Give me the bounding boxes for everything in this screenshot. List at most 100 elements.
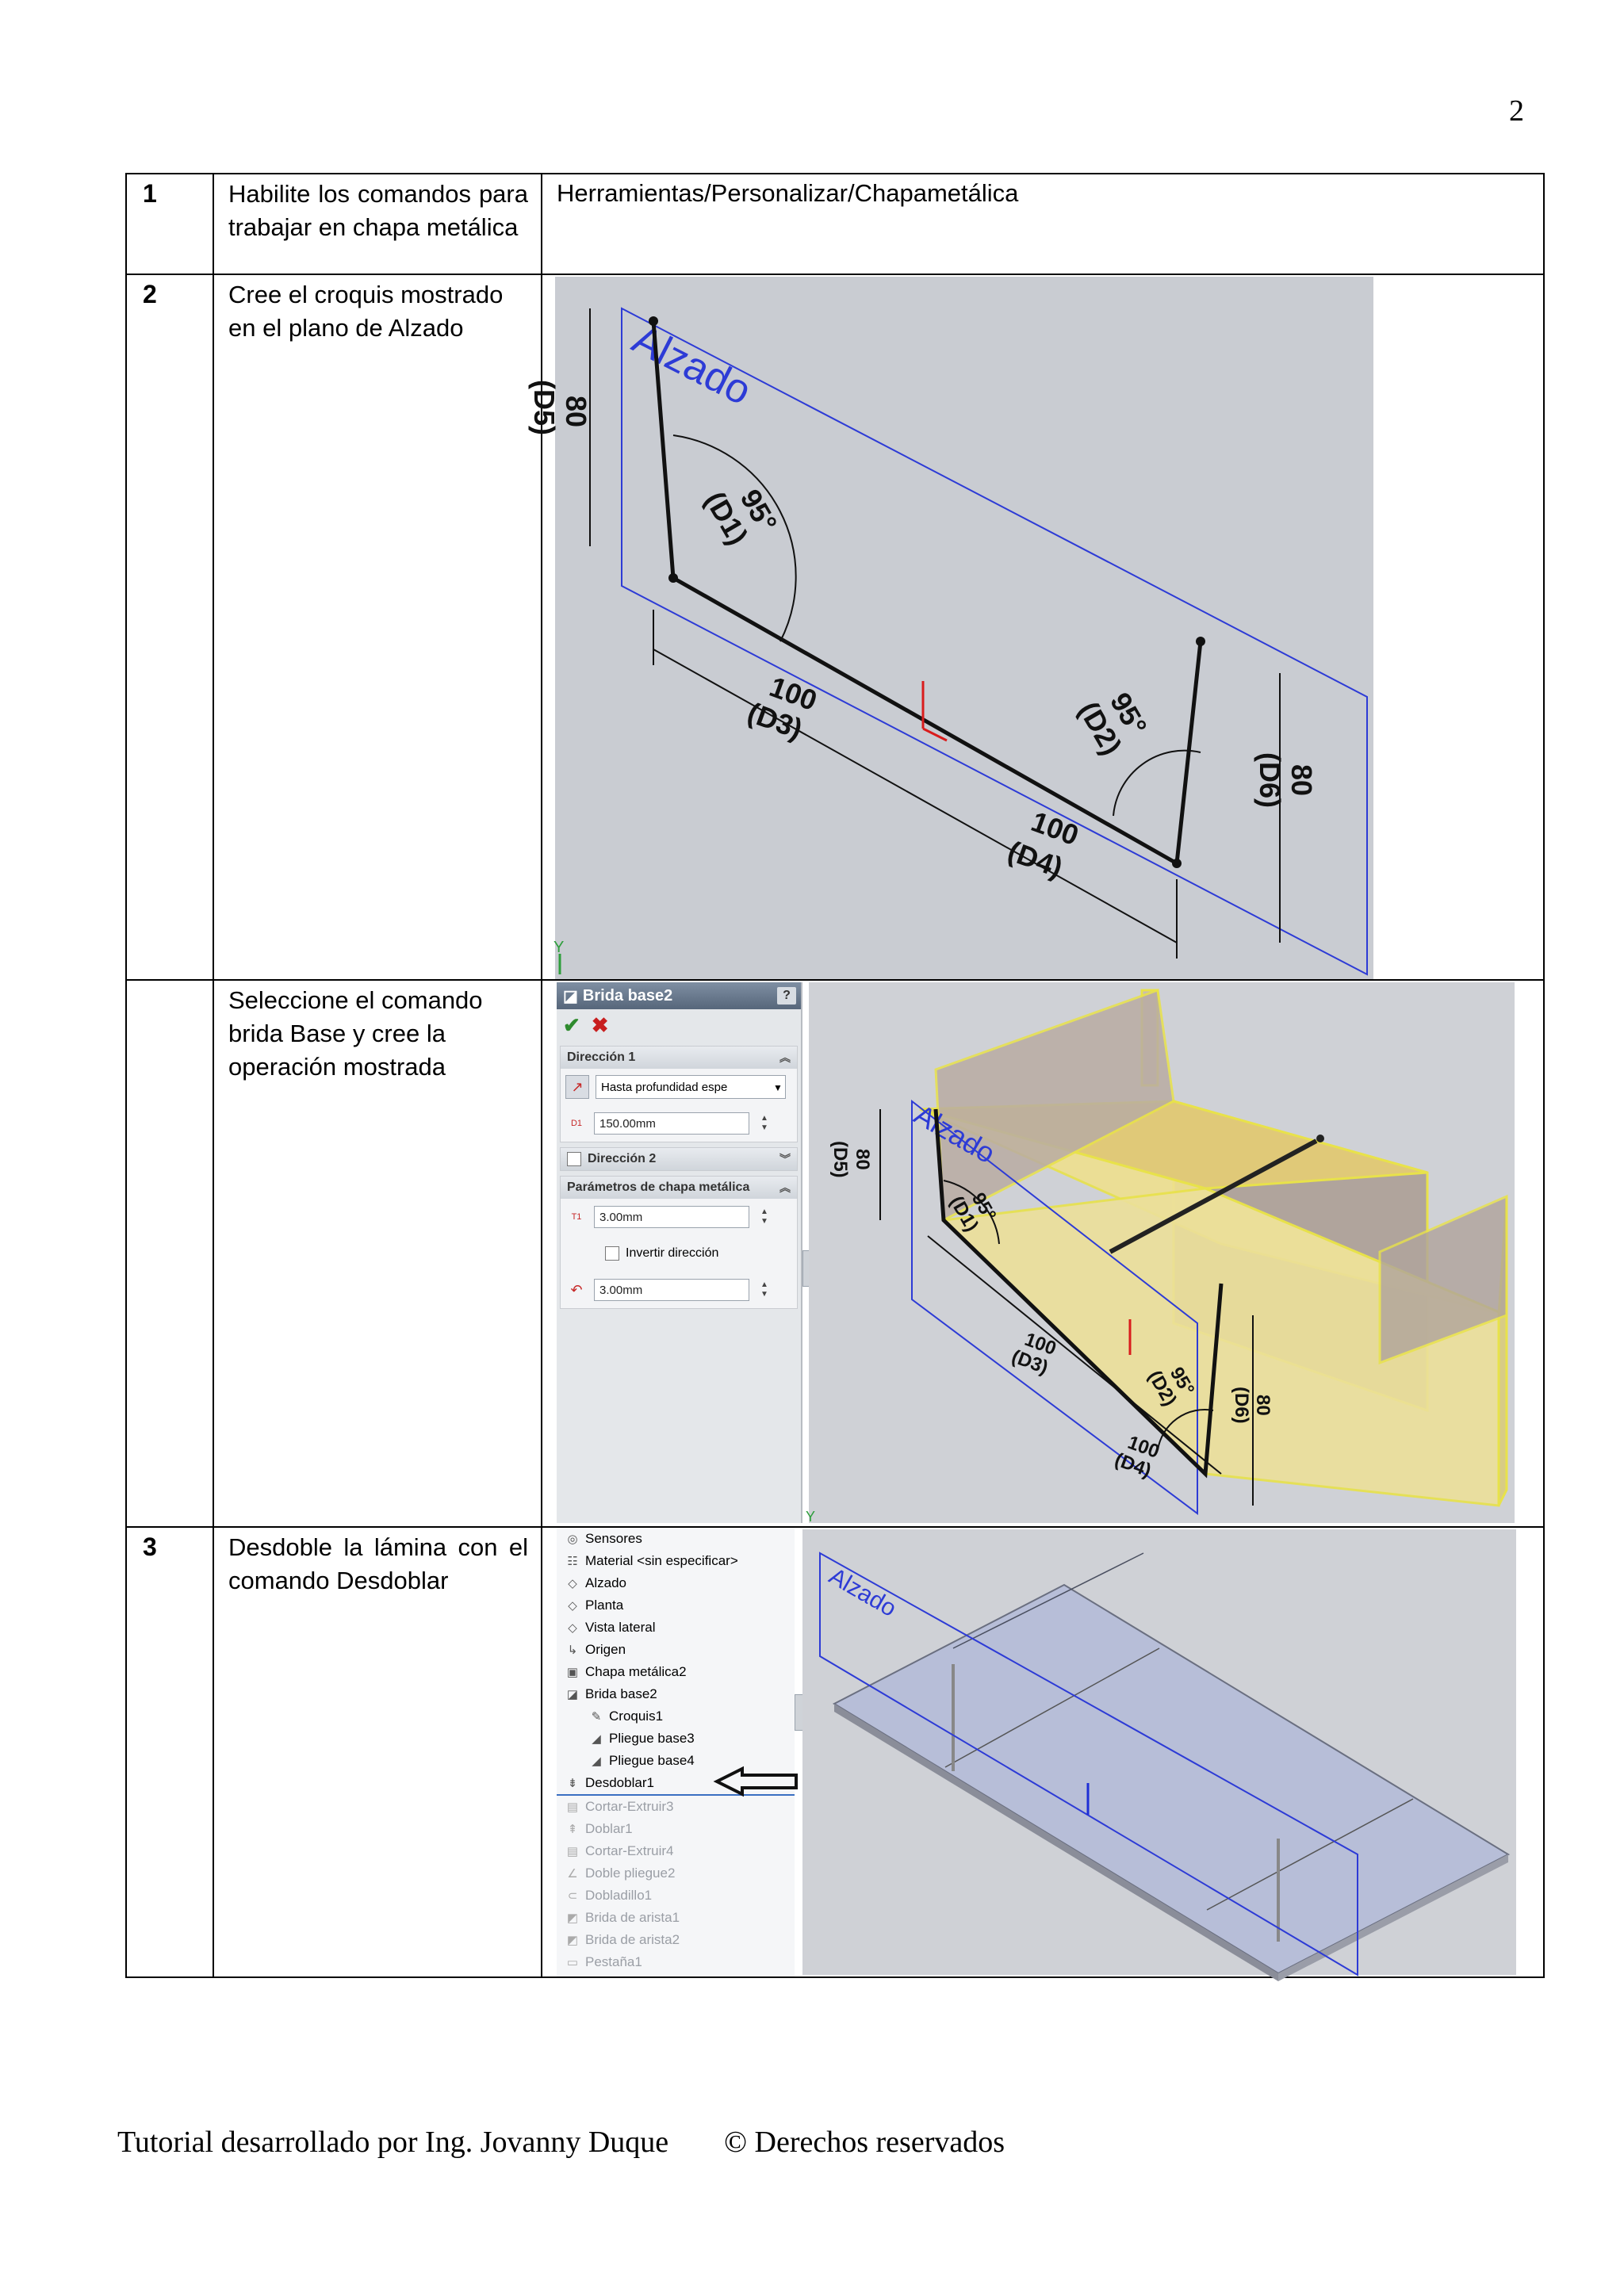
- step-number: 3: [125, 1526, 214, 1978]
- radius-input[interactable]: 3.00mm: [594, 1279, 749, 1301]
- dim-value-d6: 80: [1285, 764, 1318, 796]
- tree-item[interactable]: ◩Brida de arista2: [557, 1929, 795, 1951]
- help-button[interactable]: ?: [777, 987, 796, 1004]
- axis-label: Y: [553, 939, 564, 956]
- table-row: 1 Habilite los comandos para trabajar en…: [125, 173, 1545, 275]
- tree-item-label: Pliegue base4: [609, 1753, 695, 1768]
- flange-icon: ◪: [563, 987, 578, 1005]
- expand-icon[interactable]: ︾: [779, 1153, 791, 1165]
- flange-3d-view: Alzado 80 (D5): [806, 982, 1515, 1525]
- step-description: Habilite los comandos para trabajar en c…: [213, 173, 542, 275]
- direction2-section: Dirección 2 ︾: [560, 1147, 798, 1171]
- end-condition-select[interactable]: Hasta profundidad espe ▼: [596, 1075, 786, 1099]
- tree-item-label: Cortar-Extruir3: [585, 1799, 674, 1814]
- tree-item[interactable]: ◎Sensores: [557, 1528, 795, 1550]
- table-row: 3 Desdoble la lámina con el comando Desd…: [125, 1526, 1545, 1981]
- ok-button[interactable]: ✔: [563, 1012, 580, 1037]
- step-number: 1: [125, 173, 214, 275]
- cut-extrude-icon: ▤: [566, 1800, 579, 1814]
- tree-item[interactable]: ◇ Vista lateral: [557, 1617, 795, 1639]
- thickness-icon: T1: [571, 1212, 582, 1222]
- tree-item[interactable]: ⇟Desdoblar1: [557, 1772, 795, 1796]
- tree-item-label: Alzado: [585, 1575, 626, 1590]
- footer-rights: © Derechos reservados: [724, 2126, 1005, 2159]
- direction1-header[interactable]: Dirección 1 ︽: [561, 1047, 797, 1069]
- tree-item-label: Croquis1: [609, 1709, 664, 1724]
- depth-input[interactable]: 150.00mm: [594, 1112, 749, 1135]
- end-condition-value: Hasta profundidad espe: [601, 1081, 728, 1094]
- page-footer: Tutorial desarrollado por Ing. Jovanny D…: [117, 2125, 1060, 2160]
- tree-item-label: Origen: [585, 1642, 626, 1657]
- reverse-checkbox[interactable]: [605, 1246, 619, 1261]
- tree-item-label: Doble pliegue2: [585, 1866, 676, 1881]
- collapse-icon[interactable]: ︽: [779, 1051, 791, 1064]
- tree-item-label: Pestaña1: [585, 1954, 642, 1969]
- collapse-icon[interactable]: ︽: [779, 1181, 791, 1194]
- tree-item[interactable]: ◢ Pliegue base3: [557, 1728, 795, 1750]
- cancel-button[interactable]: ✖: [591, 1012, 609, 1037]
- bend-icon: ◢: [592, 1732, 601, 1746]
- tree-item[interactable]: ∠Doble pliegue2: [557, 1862, 795, 1885]
- plane-icon: ◇: [568, 1621, 577, 1635]
- tree-item[interactable]: ▣Chapa metálica2: [557, 1661, 795, 1683]
- direction1-section: Dirección 1 ︽ ↗ Hasta profundidad espe ▼…: [560, 1046, 798, 1142]
- origin-icon: ↳: [567, 1644, 578, 1657]
- cut-extrude-icon: ▤: [566, 1845, 579, 1858]
- step-number: [125, 979, 214, 1528]
- tree-item[interactable]: ☷Material <sin especificar>: [557, 1550, 795, 1572]
- step-description: Cree el croquis mostrado en el plano de …: [213, 274, 542, 981]
- step-content: Herramientas/Personalizar/Chapametálica: [541, 173, 1545, 275]
- tree-item[interactable]: ▤Cortar-Extruir4: [557, 1840, 795, 1862]
- spinner-icon[interactable]: ▲▼: [760, 1114, 768, 1132]
- spinner-icon[interactable]: ▲▼: [760, 1280, 768, 1299]
- tree-item[interactable]: ◪Brida base2: [557, 1683, 795, 1705]
- tree-item[interactable]: ◇Alzado: [557, 1572, 795, 1594]
- end-condition-row: ↗ Hasta profundidad espe ▼: [561, 1069, 797, 1105]
- dim-name-d6: (D6): [1254, 752, 1286, 808]
- dim-value-d5: 80: [852, 1149, 873, 1170]
- tree-item[interactable]: ✎ Croquis1: [557, 1705, 795, 1728]
- sheet-params-section: Parámetros de chapa metálica ︽ T1 3.00mm…: [560, 1176, 798, 1309]
- tree-item-label: Pliegue base3: [609, 1731, 695, 1746]
- material-icon: ☷: [567, 1555, 578, 1568]
- table-row: Seleccione el comando brida Base y cree …: [125, 979, 1545, 1528]
- tree-item[interactable]: ↳ Origen: [557, 1639, 795, 1661]
- thickness-input[interactable]: 3.00mm: [594, 1206, 749, 1228]
- step-number: 2: [125, 274, 214, 981]
- footer-author: Tutorial desarrollado por Ing. Jovanny D…: [117, 2126, 669, 2159]
- flat-pattern-view: Alzado: [802, 1529, 1516, 1981]
- thickness-row: T1 3.00mm ▲▼: [561, 1199, 797, 1235]
- base-flange-icon: ◪: [566, 1688, 579, 1701]
- step-content: ◪ Brida base2 ? ✔ ✖ Dirección 1 ︽: [541, 979, 1545, 1528]
- tree-item[interactable]: ⇞Doblar1: [557, 1818, 795, 1840]
- step-description: Seleccione el comando brida Base y cree …: [213, 979, 542, 1528]
- dim-name-d6: (D6): [1231, 1387, 1252, 1424]
- reverse-label: Invertir dirección: [626, 1246, 719, 1260]
- tree-item[interactable]: ⊂Dobladillo1: [557, 1885, 795, 1907]
- tree-item-label: Vista lateral: [585, 1620, 656, 1635]
- tree-item[interactable]: ▭ Pestaña1: [557, 1951, 795, 1973]
- tree-item[interactable]: ▤ Cortar-Extruir3: [557, 1796, 795, 1818]
- tree-item-label: Desdoblar1: [585, 1775, 654, 1790]
- direction2-label: Dirección 2: [588, 1152, 657, 1165]
- tab-icon: ▭: [566, 1956, 579, 1969]
- spinner-icon[interactable]: ▲▼: [760, 1207, 768, 1226]
- steps-table: 1 Habilite los comandos para trabajar en…: [125, 173, 1545, 1981]
- tree-item-label: Doblar1: [585, 1821, 633, 1836]
- radius-row: ↶ 3.00mm ▲▼: [561, 1272, 797, 1308]
- sketch-icon: ✎: [591, 1710, 602, 1724]
- sheet-params-header[interactable]: Parámetros de chapa metálica ︽: [561, 1177, 797, 1199]
- direction2-checkbox[interactable]: [567, 1152, 581, 1166]
- step-content: Alzado: [528, 274, 1545, 981]
- flange-screenshot: ◪ Brida base2 ? ✔ ✖ Dirección 1 ︽: [542, 981, 1543, 1525]
- reverse-direction-icon[interactable]: ↗: [565, 1075, 589, 1099]
- dim-value-d6: 80: [1252, 1395, 1274, 1416]
- property-manager-title: ◪ Brida base2 ?: [557, 982, 801, 1009]
- sheet-params-label: Parámetros de chapa metálica: [567, 1181, 750, 1194]
- tree-item[interactable]: ◇Planta: [557, 1594, 795, 1617]
- depth-row: D1 150.00mm ▲▼: [561, 1105, 797, 1142]
- direction2-header[interactable]: Dirección 2 ︾: [561, 1148, 797, 1170]
- tree-item[interactable]: ◩Brida de arista1: [557, 1907, 795, 1929]
- tree-item[interactable]: ◢Pliegue base4: [557, 1750, 795, 1772]
- hem-icon: ⊂: [567, 1889, 578, 1903]
